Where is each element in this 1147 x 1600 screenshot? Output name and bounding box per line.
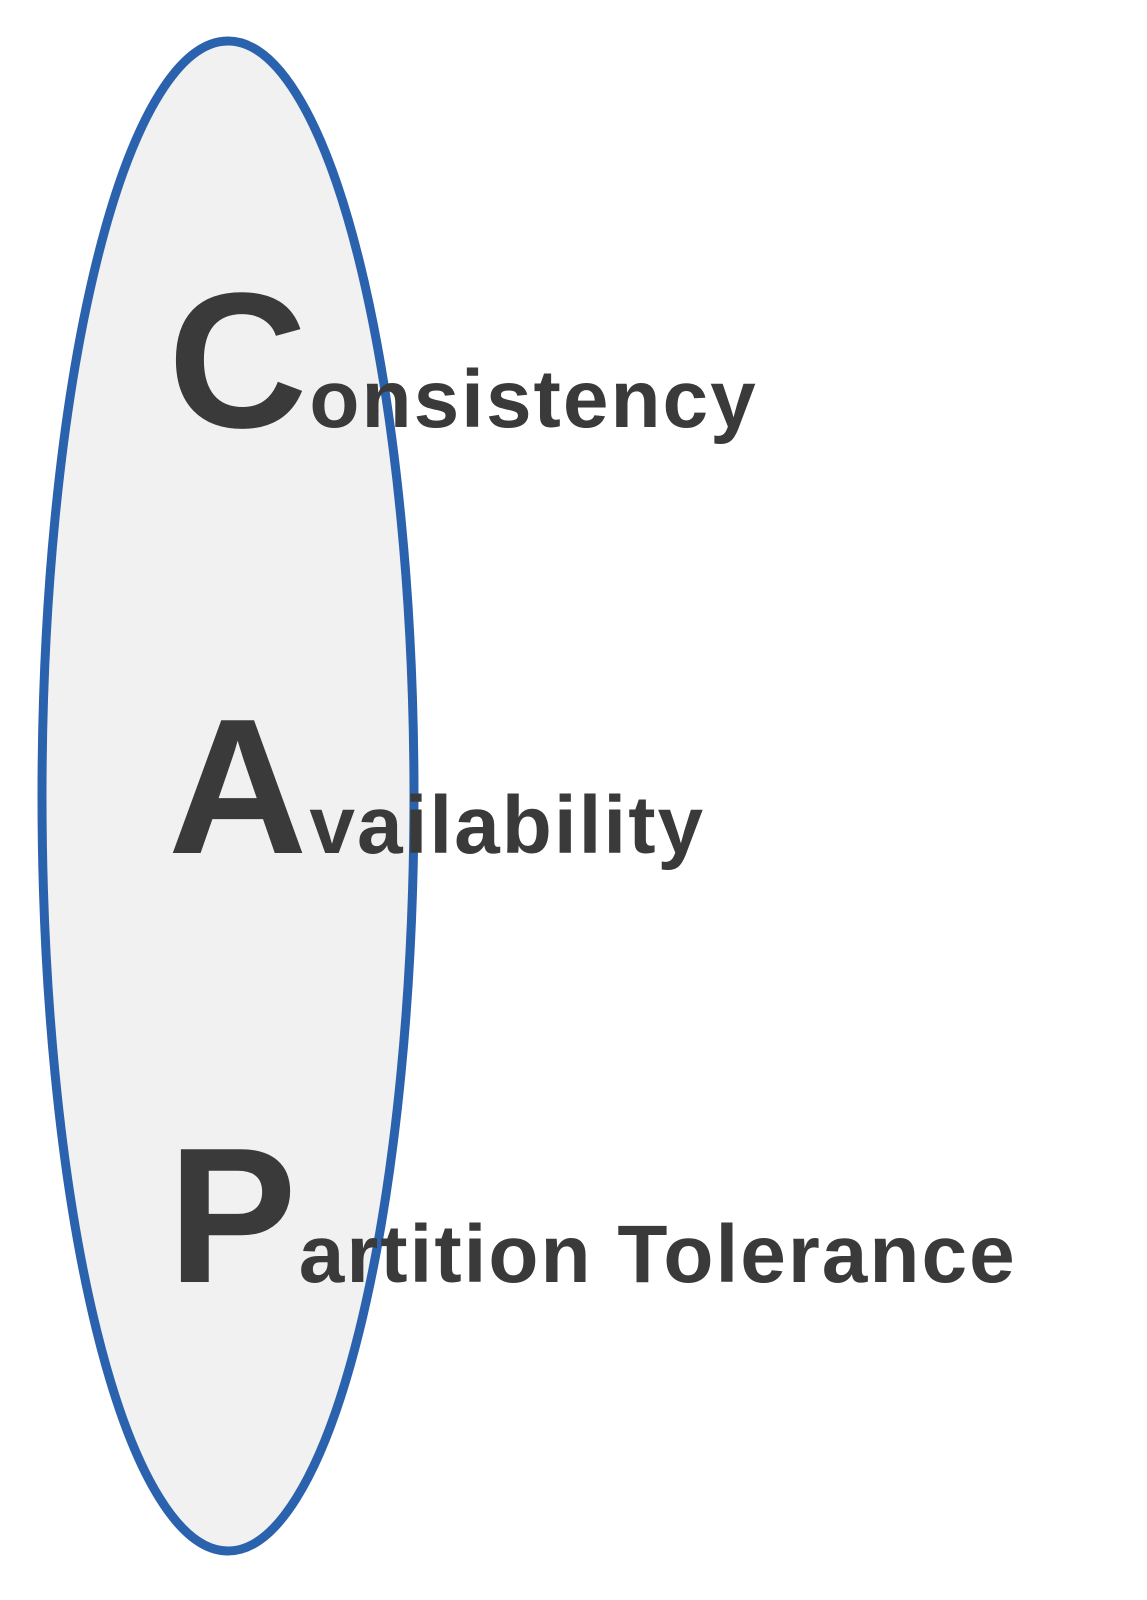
letter-p: P bbox=[168, 1107, 299, 1323]
letter-a: A bbox=[168, 678, 310, 894]
label-consistency: onsistency bbox=[309, 354, 758, 445]
letter-c: C bbox=[168, 252, 310, 468]
highlight-ellipse bbox=[37, 36, 419, 1556]
label-partition-tolerance: artition Tolerance bbox=[298, 1209, 1017, 1300]
label-availability: vailability bbox=[309, 780, 706, 871]
